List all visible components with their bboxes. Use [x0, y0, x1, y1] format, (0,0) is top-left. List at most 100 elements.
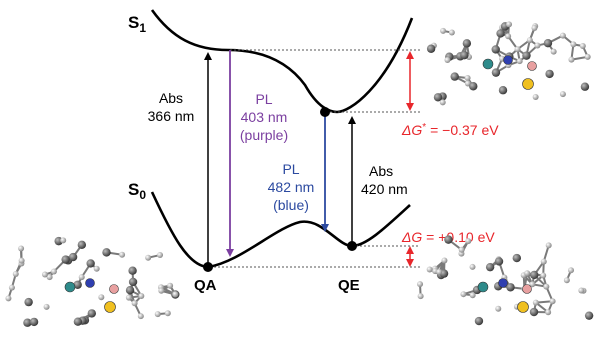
molecule-qe-s0-model: [417, 235, 594, 326]
hydrogen-atom: [440, 27, 447, 34]
hydrogen-atom: [417, 293, 424, 300]
hydrogen-atom: [154, 311, 161, 318]
carbon-atom: [584, 311, 594, 320]
boron-atom: [477, 281, 489, 293]
s1-curve: [150, 9, 414, 114]
hydrogen-atom: [545, 242, 552, 249]
hydrogen-atom: [137, 313, 144, 320]
hydrogen-atom: [532, 93, 539, 100]
hydrogen-atom: [138, 293, 145, 300]
boron-atom: [482, 58, 494, 70]
hydrogen-atom: [543, 283, 550, 290]
delta-g-label: ΔG = +0.10 eV: [401, 229, 495, 245]
hydrogen-atom: [584, 53, 591, 60]
nitrogen-atom: [503, 55, 513, 65]
hydrogen-atom: [550, 48, 557, 55]
molecule-qa-s0-model: [5, 236, 180, 327]
oxygen-atom: [527, 61, 537, 71]
svg-text:482 nm: 482 nm: [268, 179, 315, 195]
carbon-atom: [24, 297, 33, 307]
hydrogen-atom: [540, 258, 547, 265]
sulfur-atom: [522, 78, 534, 90]
svg-text:Abs: Abs: [159, 90, 183, 106]
qa-label: QA: [194, 277, 217, 294]
hydrogen-atom: [526, 37, 533, 44]
carbon-atom: [530, 270, 539, 280]
hydrogen-atom: [436, 268, 443, 275]
s0-curve: [150, 191, 411, 269]
carbon-atom: [426, 44, 436, 53]
hydrogen-atom: [8, 284, 15, 291]
hydrogen-atom: [549, 298, 556, 305]
svg-text:420 nm: 420 nm: [361, 181, 408, 197]
carbon-atom: [102, 248, 111, 257]
hydrogen-atom: [524, 270, 531, 277]
qe-label: QE: [338, 277, 360, 294]
hydrogen-atom: [50, 268, 57, 275]
hydrogen-atom: [439, 99, 446, 106]
hydrogen-atom: [469, 292, 476, 299]
carbon-atom: [23, 318, 32, 327]
hydrogen-atom: [448, 29, 455, 36]
carbon-atom: [86, 259, 95, 268]
svg-text:PL: PL: [282, 161, 299, 177]
svg-text:PL: PL: [255, 91, 272, 107]
hydrogen-atom: [158, 287, 165, 294]
hydrogen-atom: [458, 246, 465, 253]
carbon-atom: [125, 286, 135, 295]
svg-text:(purple): (purple): [240, 127, 288, 143]
hydrogen-atom: [570, 41, 577, 48]
hydrogen-atom: [125, 294, 132, 301]
hydrogen-atom: [131, 300, 138, 307]
hydrogen-atom: [516, 58, 523, 65]
boron-atom: [64, 281, 76, 293]
carbon-atom: [580, 82, 590, 91]
hydrogen-atom: [529, 281, 536, 288]
hydrogen-atom: [426, 266, 433, 273]
carbon-atom: [460, 51, 469, 60]
oxygen-atom: [522, 284, 532, 294]
hydrogen-atom: [531, 25, 538, 32]
hydrogen-atom: [579, 43, 586, 50]
hydrogen-atom: [444, 57, 451, 64]
svg-text:(blue): (blue): [273, 197, 309, 213]
hydrogen-atom: [5, 295, 12, 302]
carbon-atom: [77, 240, 87, 250]
hydrogen-atom: [417, 281, 424, 288]
hydrogen-atom: [563, 277, 570, 284]
s1-label: S1: [128, 13, 146, 35]
carbon-atom: [474, 316, 484, 326]
hydrogen-atom: [43, 303, 50, 310]
carbon-atom: [545, 69, 554, 79]
hydrogen-atom: [98, 294, 105, 301]
carbon-atom: [506, 283, 515, 292]
hydrogen-atom: [60, 237, 67, 244]
hydrogen-atom: [164, 310, 171, 317]
hydrogen-atom: [41, 271, 48, 278]
hydrogen-atom: [578, 287, 585, 294]
carbon-atom: [87, 309, 97, 318]
hydrogen-atom: [157, 252, 164, 259]
hydrogen-atom: [441, 257, 448, 264]
qe-s1-minimum: [320, 107, 330, 117]
hydrogen-atom: [514, 46, 521, 53]
carbon-atom: [73, 280, 82, 289]
qa-s0-minimum: [203, 262, 213, 272]
oxygen-atom: [109, 284, 119, 294]
pl-purple-label: PL 403 nm (purple): [240, 91, 288, 143]
carbon-atom: [462, 39, 472, 48]
hydrogen-atom: [568, 267, 575, 274]
nitrogen-atom: [498, 278, 508, 288]
carbon-atom: [444, 235, 453, 244]
hydrogen-atom: [12, 270, 19, 277]
carbon-atom: [496, 29, 505, 38]
hydrogen-atom: [505, 33, 512, 40]
hydrogen-atom: [559, 32, 566, 39]
s0-label: S0: [128, 180, 146, 202]
sulfur-atom: [104, 301, 116, 313]
molecule-qa-s1-model: [426, 21, 591, 106]
abs-qa-label: Abs 366 nm: [148, 90, 195, 124]
hydrogen-atom: [506, 21, 513, 28]
